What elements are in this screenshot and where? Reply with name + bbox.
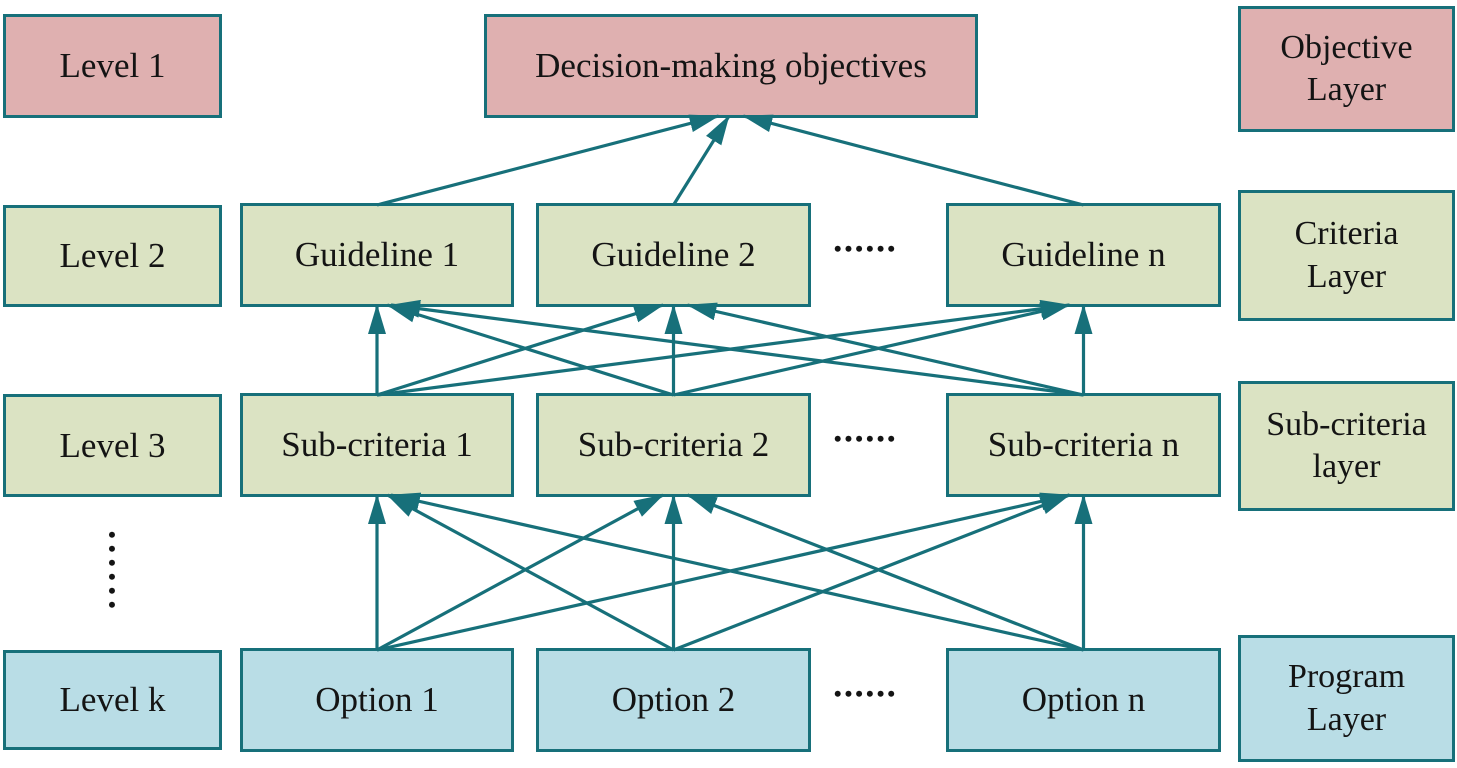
edge-guidelinen-to-objective: [742, 114, 1084, 207]
level-k-box: Level k: [3, 650, 222, 750]
option-2-label: Option 2: [611, 680, 736, 720]
program-layer-box: Program Layer: [1238, 635, 1455, 762]
option-n-label: Option n: [1021, 680, 1146, 720]
guideline-2-box: Guideline 2: [536, 203, 811, 307]
sub-criteria-1-label: Sub-criteria 1: [281, 425, 473, 465]
guideline-n-label: Guideline n: [1001, 235, 1166, 275]
edge-option2-to-subcriteria1: [386, 493, 675, 652]
option-ellipsis: ••••••: [833, 681, 899, 706]
edge-subcriteria2-to-guideline1: [386, 303, 674, 397]
sub-criteria-2-label: Sub-criteria 2: [577, 425, 770, 465]
sub-criteria-ellipsis: ••••••: [833, 426, 899, 451]
guideline-ellipsis: ••••••: [833, 236, 899, 261]
level-ellipsis-vertical: • • • • • •: [108, 522, 116, 618]
sub-criteria-layer-label: Sub-criteria layer: [1266, 405, 1427, 486]
level-3-box: Level 3: [3, 394, 222, 497]
level-1-label: Level 1: [59, 46, 166, 86]
criteria-layer-box: Criteria Layer: [1238, 190, 1455, 321]
level-3-label: Level 3: [59, 425, 166, 465]
guideline-n-box: Guideline n: [946, 203, 1221, 307]
edge-optionn-to-subcriteria2: [686, 493, 1085, 652]
guideline-1-label: Guideline 1: [294, 235, 460, 275]
option-2-box: Option 2: [536, 648, 811, 752]
guideline-2-label: Guideline 2: [591, 235, 756, 275]
option-1-box: Option 1: [240, 648, 514, 752]
option-n-box: Option n: [946, 648, 1221, 752]
level-k-label: Level k: [59, 680, 166, 720]
objective-layer-box: Objective Layer: [1238, 6, 1455, 132]
edge-optionn-to-subcriteria1: [390, 492, 1084, 652]
edge-guideline2-to-objective: [672, 115, 731, 206]
sub-criteria-n-label: Sub-criteria n: [987, 425, 1180, 465]
objective-layer-label: Objective Layer: [1280, 28, 1413, 109]
edge-subcriteria1-to-guidelinen: [376, 299, 1071, 397]
sub-criteria-n-box: Sub-criteria n: [946, 393, 1221, 497]
option-1-label: Option 1: [315, 680, 439, 720]
decision-making-objectives-label: Decision-making objectives: [535, 46, 927, 86]
criteria-layer-label: Criteria Layer: [1294, 215, 1399, 295]
edge-subcriterian-to-guideline1: [390, 299, 1084, 397]
sub-criteria-layer-box: Sub-criteria layer: [1238, 381, 1455, 511]
edge-option1-to-subcriterian: [376, 492, 1071, 652]
edge-subcriteria2-to-guidelinen: [673, 302, 1071, 397]
edge-option2-to-subcriterian: [672, 493, 1071, 652]
edge-guideline1-to-objective: [376, 114, 720, 207]
edge-option1-to-subcriteria2: [376, 493, 665, 652]
level-2-box: Level 2: [3, 205, 222, 307]
sub-criteria-2-box: Sub-criteria 2: [536, 393, 811, 497]
sub-criteria-1-box: Sub-criteria 1: [240, 393, 514, 497]
level-2-label: Level 2: [59, 236, 166, 276]
level-1-box: Level 1: [3, 14, 222, 118]
guideline-1-box: Guideline 1: [240, 203, 514, 307]
edge-subcriterian-to-guideline2: [686, 302, 1084, 397]
decision-making-objectives-box: Decision-making objectives: [484, 14, 978, 118]
edge-subcriteria1-to-guideline2: [376, 303, 665, 397]
program-layer-label: Program Layer: [1287, 658, 1406, 738]
